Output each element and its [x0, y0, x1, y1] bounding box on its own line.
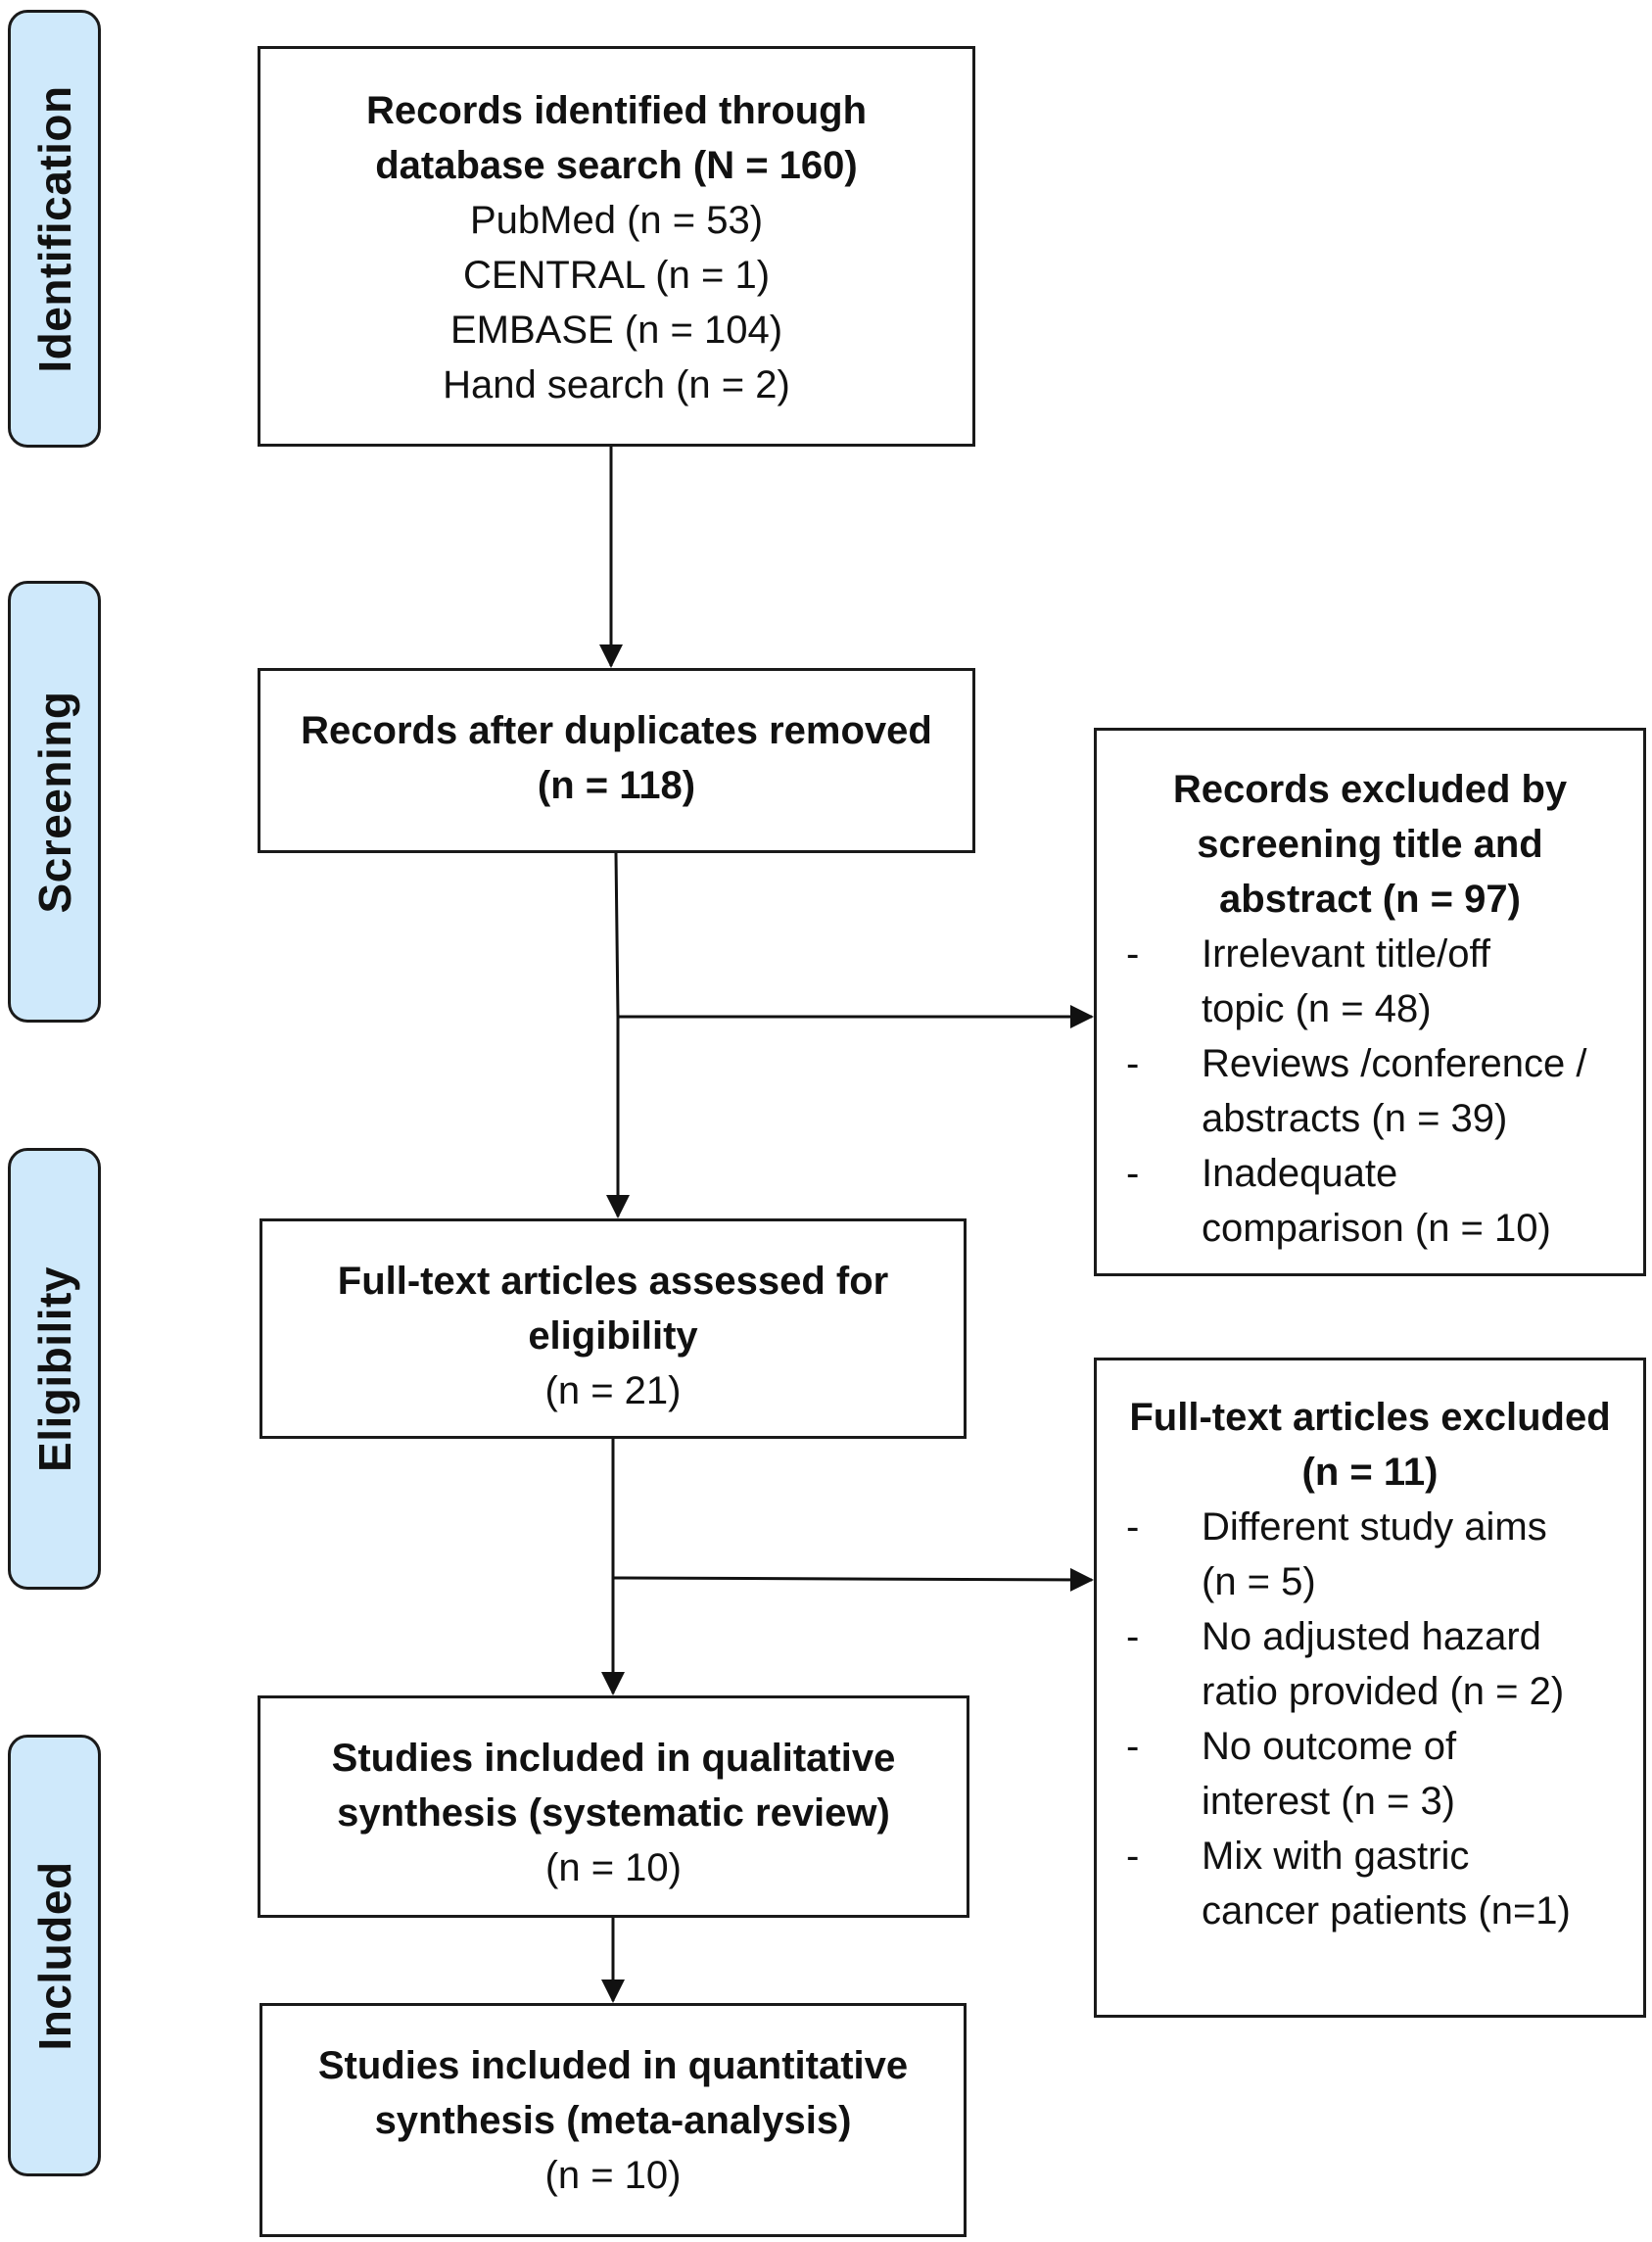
- list-item: - No adjusted hazard ratio provided (n =…: [1097, 1609, 1643, 1719]
- list-item: - No outcome of interest (n = 3): [1097, 1719, 1643, 1829]
- source-pubmed: PubMed (n = 53): [469, 199, 764, 242]
- screening-title: Records after duplicates removed: [301, 709, 932, 752]
- arrow-screening-to-eligibility: [606, 852, 630, 1218]
- screening-excluded-title-line1: Records excluded by: [1172, 768, 1568, 811]
- eligibility-count: (n = 21): [544, 1369, 682, 1412]
- screening-excluded-list: - Irrelevant title/off topic (n = 48) - …: [1097, 927, 1643, 1256]
- list-bullet: -: [1126, 1725, 1140, 1768]
- phase-identification: Identification: [8, 10, 101, 448]
- list-item: - Different study aims (n = 5): [1097, 1500, 1643, 1609]
- screening-excluded-title-line2: screening title and: [1197, 823, 1543, 866]
- source-hand-search: Hand search (n = 2): [443, 363, 790, 406]
- list-item: - Mix with gastric cancer patients (n=1): [1097, 1829, 1643, 1938]
- list-item-line1: Reviews /conference /: [1202, 1042, 1587, 1085]
- list-item-line2: cancer patients (n=1): [1202, 1889, 1571, 1932]
- screening-box: Records after duplicates removed (n = 11…: [258, 668, 975, 853]
- screening-excluded-box: Records excluded by screening title and …: [1094, 728, 1646, 1276]
- list-bullet: -: [1126, 1615, 1140, 1658]
- list-bullet: -: [1126, 932, 1140, 976]
- source-central: CENTRAL (n = 1): [462, 254, 771, 297]
- list-bullet: -: [1126, 1152, 1140, 1195]
- eligibility-excluded-title-line1: Full-text articles excluded: [1129, 1396, 1611, 1439]
- phase-eligibility: Eligibility: [8, 1148, 101, 1590]
- qualitative-title-line2: synthesis (systematic review): [337, 1791, 890, 1835]
- eligibility-excluded-list: - Different study aims (n = 5) - No adju…: [1097, 1500, 1643, 1938]
- list-item-line2: topic (n = 48): [1202, 987, 1432, 1030]
- list-item: - Inadequate comparison (n = 10): [1097, 1146, 1643, 1256]
- list-item-line2: ratio provided (n = 2): [1202, 1670, 1565, 1713]
- list-bullet: -: [1126, 1505, 1140, 1549]
- qualitative-title-line1: Studies included in qualitative: [331, 1737, 896, 1780]
- list-bullet: -: [1126, 1835, 1140, 1878]
- identification-title-line1: Records identified through: [365, 89, 868, 132]
- identification-title-line2: database search (N = 160): [375, 144, 858, 187]
- list-item-line1: Irrelevant title/off: [1202, 932, 1490, 976]
- qualitative-synthesis-box: Studies included in qualitative synthesi…: [258, 1695, 969, 1918]
- quantitative-title-line2: synthesis (meta-analysis): [374, 2099, 852, 2142]
- list-item-line1: No outcome of: [1202, 1725, 1457, 1768]
- phase-screening: Screening: [8, 581, 101, 1023]
- eligibility-excluded-box: Full-text articles excluded (n = 11) - D…: [1094, 1358, 1646, 2018]
- list-item-line1: No adjusted hazard: [1202, 1615, 1541, 1658]
- list-item-line2: comparison (n = 10): [1202, 1207, 1551, 1250]
- list-bullet: -: [1126, 1042, 1140, 1085]
- screening-excluded-title-line3: abstract (n = 97): [1219, 878, 1521, 921]
- qualitative-count: (n = 10): [545, 1846, 682, 1889]
- quantitative-title-line1: Studies included in quantitative: [317, 2044, 909, 2087]
- eligibility-title-line2: eligibility: [528, 1314, 698, 1358]
- source-embase: EMBASE (n = 104): [449, 309, 783, 352]
- phase-included: Included: [8, 1735, 101, 2176]
- eligibility-title-line1: Full-text articles assessed for: [337, 1260, 889, 1303]
- list-item: - Irrelevant title/off topic (n = 48): [1097, 927, 1643, 1036]
- list-item-line1: Inadequate: [1202, 1152, 1398, 1195]
- list-item-line1: Different study aims: [1202, 1505, 1547, 1549]
- identification-box: Records identified through database sear…: [258, 46, 975, 447]
- list-item-line1: Mix with gastric: [1202, 1835, 1470, 1878]
- eligibility-box: Full-text articles assessed for eligibil…: [260, 1218, 967, 1439]
- list-item-line2: (n = 5): [1202, 1560, 1316, 1603]
- list-item-line2: interest (n = 3): [1202, 1780, 1456, 1823]
- eligibility-excluded-title-line2: (n = 11): [1301, 1451, 1439, 1494]
- list-item: - Reviews /conference / abstracts (n = 3…: [1097, 1036, 1643, 1146]
- list-item-line2: abstracts (n = 39): [1202, 1097, 1508, 1140]
- quantitative-synthesis-box: Studies included in quantitative synthes…: [260, 2003, 967, 2237]
- quantitative-count: (n = 10): [544, 2154, 682, 2197]
- screening-count: (n = 118): [537, 764, 696, 807]
- arrow-eligibility-to-excluded: [612, 1567, 1094, 1592]
